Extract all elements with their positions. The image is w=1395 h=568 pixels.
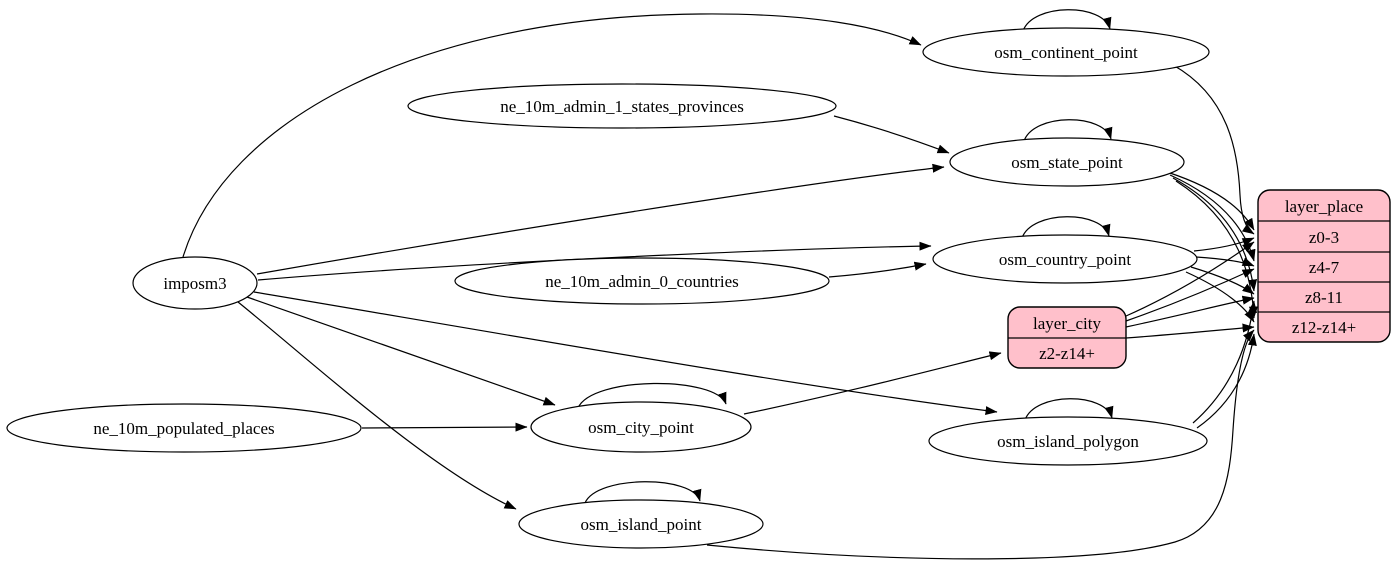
node-imposm3: imposm3 — [132, 256, 258, 310]
record-row-layer-city-z2-z14: z2-z14+ — [1039, 344, 1095, 363]
edge-layer_city-layer_place-z4-7 — [1125, 268, 1255, 322]
node-ne-10m-populated-places: ne_10m_populated_places — [6, 403, 362, 453]
edge-layer_city-layer_place-z0-3 — [1125, 241, 1255, 317]
edge-imposm3-osm_continent_point — [182, 13, 922, 258]
edge-osm_continent_point-layer_place-z0-3 — [1172, 64, 1255, 235]
node-ne-10m-admin-1-states-provinces: ne_10m_admin_1_states_provinces — [407, 83, 837, 129]
node-osm-city-point: osm_city_point — [530, 401, 752, 453]
edge-osm_state_point-layer_place-z8-11 — [1172, 177, 1258, 292]
edge-osm_country_point-layer_place-z8-11 — [1190, 266, 1255, 295]
self-loop-osm_city_point — [577, 382, 727, 409]
self-loop-osm_island_polygon — [1024, 398, 1114, 421]
node-layer-city: layer_city z2-z14+ — [1007, 306, 1127, 369]
edge-osm_state_point-layer_place-z0-3 — [1166, 171, 1255, 231]
edge-layer_city-layer_place-z8-11 — [1125, 295, 1255, 328]
node-label-ne-10m-admin-0-countries: ne_10m_admin_0_countries — [545, 272, 739, 291]
node-osm-continent-point: osm_continent_point — [922, 27, 1210, 77]
edge-ne_10m_populated_places-osm_city_point — [361, 422, 528, 432]
edge-osm_island_point-layer_place-z12-z14 — [706, 329, 1255, 560]
record-title-layer-city: layer_city — [1033, 314, 1101, 333]
node-label-osm-state-point: osm_state_point — [1011, 153, 1123, 172]
edge-imposm3-osm_country_point — [257, 241, 932, 281]
node-osm-country-point: osm_country_point — [932, 234, 1198, 284]
edge-osm_city_point-layer_city — [743, 351, 1002, 415]
node-label-imposm3: imposm3 — [163, 274, 226, 293]
edge-imposm3-osm_island_polygon — [253, 291, 998, 416]
self-loop-osm_continent_point — [1022, 9, 1112, 32]
record-row-layer-place-z8-11: z8-11 — [1305, 288, 1343, 307]
record-row-layer-place-z12-z14: z12-z14+ — [1292, 318, 1356, 337]
edge-osm_island_polygon-layer_place-z8-11 — [1192, 300, 1258, 424]
edge-layer_city-layer_place-z12-z14 — [1125, 323, 1255, 339]
self-loop-osm_state_point — [1023, 119, 1113, 142]
node-label-ne-10m-admin-1-states-provinces: ne_10m_admin_1_states_provinces — [500, 97, 744, 116]
edge-imposm3-osm_city_point — [246, 296, 556, 406]
record-row-layer-place-z0-3: z0-3 — [1309, 228, 1339, 247]
record-row-layer-place-z4-7: z4-7 — [1309, 258, 1340, 277]
edge-imposm3-osm_island_point — [237, 301, 517, 510]
node-ne-10m-admin-0-countries: ne_10m_admin_0_countries — [454, 257, 830, 305]
node-label-osm-continent-point: osm_continent_point — [994, 43, 1138, 62]
edge-ne_10m_admin_1_states_provinces-osm_state_point — [833, 115, 950, 154]
edge-osm_state_point-layer_place-z4-7 — [1169, 174, 1256, 262]
node-layer-place: layer_place z0-3 z4-7 z8-11 z12-z14+ — [1257, 189, 1391, 343]
edge-imposm3-osm_state_point — [256, 163, 945, 275]
node-osm-island-point: osm_island_point — [518, 499, 764, 549]
record-title-layer-place: layer_place — [1285, 197, 1363, 216]
self-loop-osm_island_point — [584, 481, 702, 504]
node-label-osm-island-polygon: osm_island_polygon — [997, 432, 1139, 451]
node-label-osm-city-point: osm_city_point — [588, 418, 694, 437]
edges-layer — [182, 9, 1258, 560]
node-label-ne-10m-populated-places: ne_10m_populated_places — [93, 419, 274, 438]
self-loop-osm_country_point — [1021, 216, 1111, 239]
edge-osm_country_point-layer_place-z4-7 — [1195, 256, 1255, 267]
node-osm-state-point: osm_state_point — [949, 137, 1185, 187]
node-label-osm-country-point: osm_country_point — [999, 250, 1131, 269]
edge-ne_10m_admin_0_countries-osm_country_point — [828, 261, 927, 278]
node-label-osm-island-point: osm_island_point — [581, 515, 702, 534]
node-osm-island-polygon: osm_island_polygon — [928, 416, 1208, 466]
edge-osm_island_polygon-layer_place-z12-z14 — [1196, 333, 1257, 429]
edge-osm_country_point-layer_place-z0-3 — [1193, 237, 1255, 252]
